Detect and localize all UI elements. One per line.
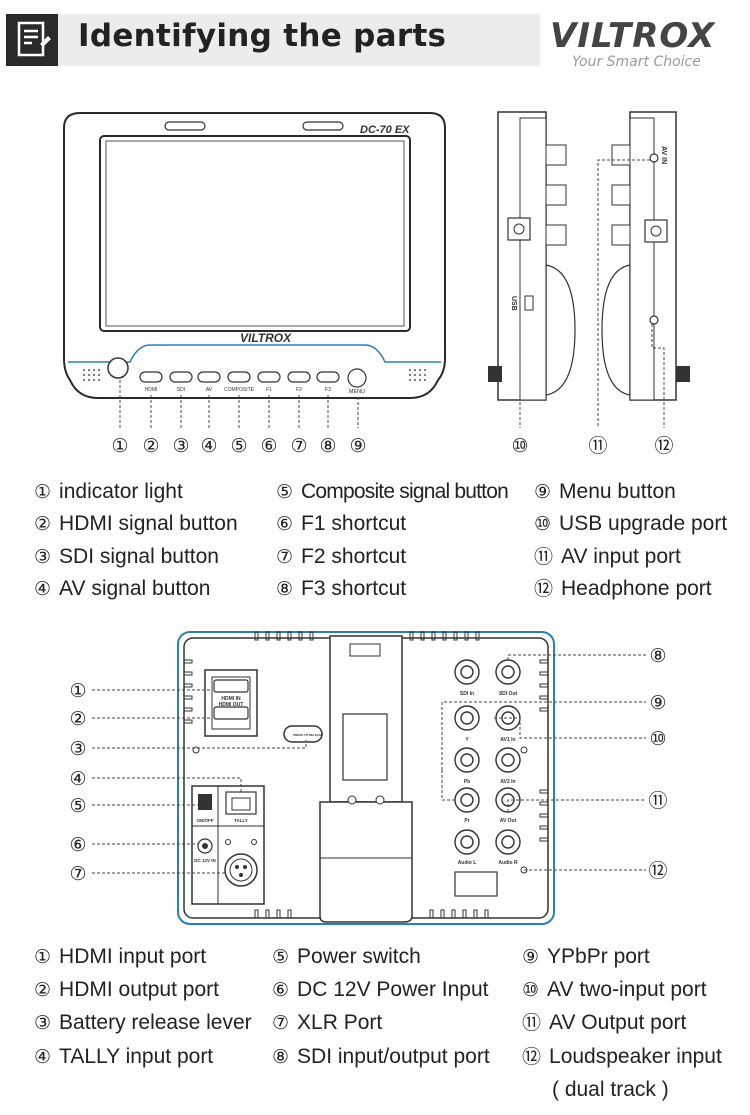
brand-slogan: Your Smart Choice: [572, 54, 701, 70]
back-callouts: ① ② ③ ④ ⑤ ⑥ ⑦ ⑧ ⑨ ⑩ ⑪ ⑫: [69, 646, 667, 885]
callout-8: ⑧: [319, 436, 336, 457]
release-lever-label: PRESS TO RELEASE: [293, 733, 323, 737]
back-callout-2: ②: [69, 709, 86, 730]
back-callout-6: ⑥: [69, 835, 86, 856]
bnc-label-sdi-in: SDI In: [460, 691, 474, 697]
callout-1: ①: [111, 436, 128, 457]
front-buttons: HDMI SDI AV COMPOSITE F1 F2 F3 MENU: [139, 368, 367, 395]
back-callout-10: ⑩: [649, 729, 666, 750]
side-view-left: USB: [488, 111, 576, 428]
bnc-label-audio-l: Audio L: [458, 860, 477, 866]
bnc-label-sdi-out: SDI Out: [499, 691, 518, 697]
dc-in-label: DC 12V IN: [194, 858, 216, 863]
speaker-grill-left: [83, 369, 100, 381]
callout-11: ⑪: [588, 435, 607, 457]
usb-label: USB: [510, 296, 517, 311]
callout-4: ④: [200, 436, 217, 457]
back-callout-11: ⑪: [648, 790, 667, 812]
back-callout-3: ③: [69, 739, 86, 760]
back-callout-1: ①: [69, 681, 86, 702]
header: Identifying the parts VILTROX Your Smart…: [0, 0, 750, 78]
bnc-label-av1-in: AV1 In: [500, 737, 515, 743]
bnc-label-av2-in: AV2 In: [500, 779, 515, 785]
btn-label-hdmi: HDMI: [145, 387, 158, 393]
back-diagram: HDMI IN HDMI OUT PRESS TO RELEASE ON/OFF…: [69, 631, 668, 925]
callout-12: ⑫: [654, 435, 673, 457]
front-diagram: DC-70 EX VILTROX HDMI SDI AV COMPOSITE: [63, 111, 690, 457]
btn-label-f3: F3: [325, 387, 331, 393]
callout-2: ②: [142, 436, 159, 457]
page-title: Identifying the parts: [78, 18, 447, 54]
screen-brand: VILTROX: [240, 331, 292, 345]
callout-5: ⑤: [230, 436, 247, 457]
av-in-label: AV IN: [660, 146, 667, 164]
tally-label: TALLY: [234, 818, 248, 823]
back-callout-4: ④: [69, 769, 86, 790]
bnc-label-av-out: AV Out: [500, 818, 517, 824]
onoff-label: ON/OFF: [197, 818, 214, 823]
back-callout-9: ⑨: [649, 693, 666, 714]
callout-10: ⑩: [511, 436, 528, 457]
back-monitor: HDMI IN HDMI OUT PRESS TO RELEASE ON/OFF…: [177, 631, 555, 925]
callout-3: ③: [172, 436, 189, 457]
bnc-label-pr: Pr: [464, 818, 469, 824]
bnc-label-y: Y: [465, 737, 469, 743]
front-monitor: DC-70 EX VILTROX HDMI SDI AV COMPOSITE: [63, 112, 446, 428]
bnc-label-audio-r: Audio R: [498, 860, 518, 866]
model-label: DC-70 EX: [360, 124, 410, 136]
side-view-right: AV IN: [597, 111, 690, 428]
hdmi-in-label: HDMI IN: [221, 696, 241, 702]
front-callouts: ① ② ③ ④ ⑤ ⑥ ⑦ ⑧ ⑨ ⑩ ⑪ ⑫: [111, 435, 673, 457]
back-legend-note: ( dual track ): [552, 1078, 669, 1101]
callout-7: ⑦: [290, 436, 307, 457]
brand-logo: VILTROX: [550, 16, 716, 56]
back-callout-7: ⑦: [69, 864, 86, 885]
btn-label-composite: COMPOSITE: [224, 387, 255, 393]
btn-label-menu: MENU: [349, 389, 365, 395]
back-callout-12: ⑫: [648, 860, 667, 882]
bnc-label-pb: Pb: [464, 779, 470, 785]
callout-9: ⑨: [349, 436, 366, 457]
speaker-grill-right: [409, 369, 426, 381]
document-icon: [6, 14, 58, 66]
brand-area: [540, 14, 736, 74]
btn-label-av: AV: [206, 387, 213, 393]
btn-label-sdi: SDI: [177, 387, 185, 393]
back-callout-5: ⑤: [69, 796, 86, 817]
btn-label-f2: F2: [296, 387, 302, 393]
hdmi-out-label: HDMI OUT: [219, 702, 244, 708]
indicator-light-icon: [107, 357, 129, 379]
callout-6: ⑥: [260, 436, 277, 457]
btn-label-f1: F1: [266, 387, 272, 393]
back-callout-8: ⑧: [649, 646, 666, 667]
